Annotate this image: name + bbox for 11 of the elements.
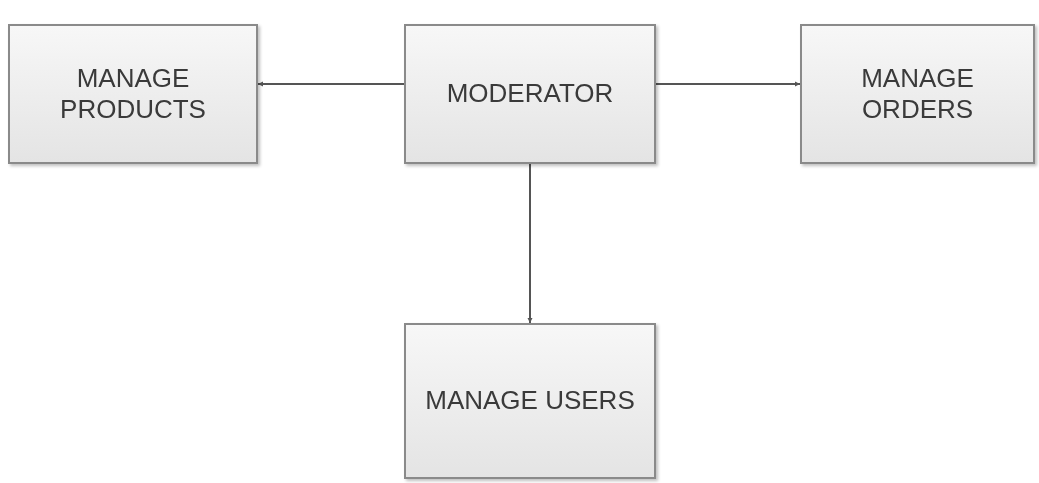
box-label: MODERATOR [445, 78, 615, 110]
box-label: MANAGE ORDERS [860, 62, 975, 126]
process-box [8, 24, 258, 164]
process-box [404, 323, 656, 479]
box-label: MANAGE PRODUCTS [59, 62, 207, 126]
arrow [257, 81, 405, 87]
process-box [404, 24, 656, 164]
arrow [655, 81, 801, 87]
process-box [800, 24, 1035, 164]
box-label: MANAGE USERS [424, 385, 636, 417]
arrow [527, 163, 533, 324]
